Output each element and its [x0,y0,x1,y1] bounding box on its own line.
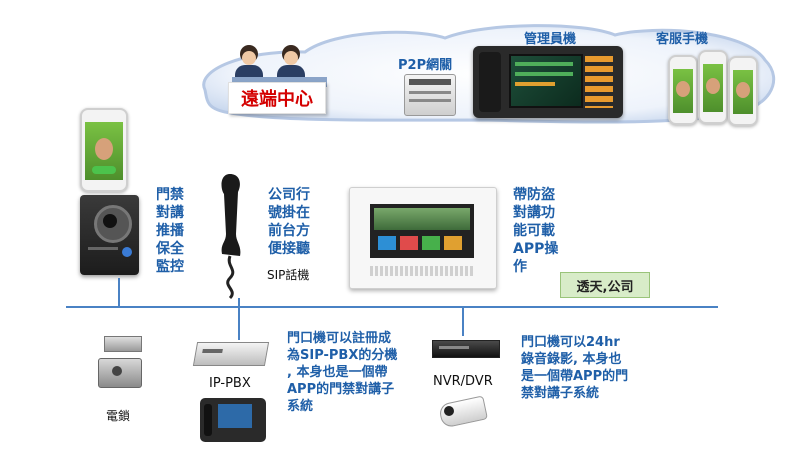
ip-pbx-device [192,342,270,366]
company-box: 透天,公司 [560,272,650,298]
electric-lock-label: 電鎖 [106,409,131,423]
company-box-text: 透天,公司 [576,279,634,295]
sip-handset-icon [221,174,241,300]
sip-desc-text: 公司行 號掛在 前台方 便接聽 [268,187,310,257]
connector-door [118,278,120,306]
nvr-device [432,340,500,358]
ip-pbx-label: IP-PBX [209,376,251,391]
connector-sip [238,298,240,340]
bullet-camera-device [434,392,494,432]
nvr-desc-text: 門口機可以24hr 錄音錄影, 本身也 是一個帶APP的門 禁對講子系統 [521,335,629,401]
cs-phone-3 [728,56,758,126]
network-bus-line [66,306,718,308]
monitor-desc-text: 帶防盜 對講功 能可載 APP操 作 [513,187,559,275]
connector-nvr [462,306,464,336]
pbx-desc-text: 門口機可以註冊成 為SIP-PBX的分機 , 本身也是一個帶 APP的門禁對講子… [287,331,398,414]
p2p-gateway-device [404,74,456,116]
remote-center-text: 遠端中心 [241,89,313,110]
sip-desk-phone-device [200,398,266,442]
admin-station-device [473,46,623,118]
p2p-label: P2P網關 [398,58,453,73]
mobile-app-phone [80,108,128,192]
cs-phone-2 [698,50,728,124]
nvr-label: NVR/DVR [433,374,493,389]
electric-lock-device [98,336,144,400]
cs-phone-1 [668,55,698,125]
remote-center-label: 遠端中心 [228,82,326,114]
door-features-text: 門禁 對講 推播 保全 監控 [156,187,184,275]
admin-label: 管理員機 [524,32,577,47]
sip-phone-label: SIP話機 [267,268,310,282]
indoor-monitor-device [349,187,497,289]
cs-phone-label: 客服手機 [656,32,709,47]
door-station-device [80,195,139,275]
